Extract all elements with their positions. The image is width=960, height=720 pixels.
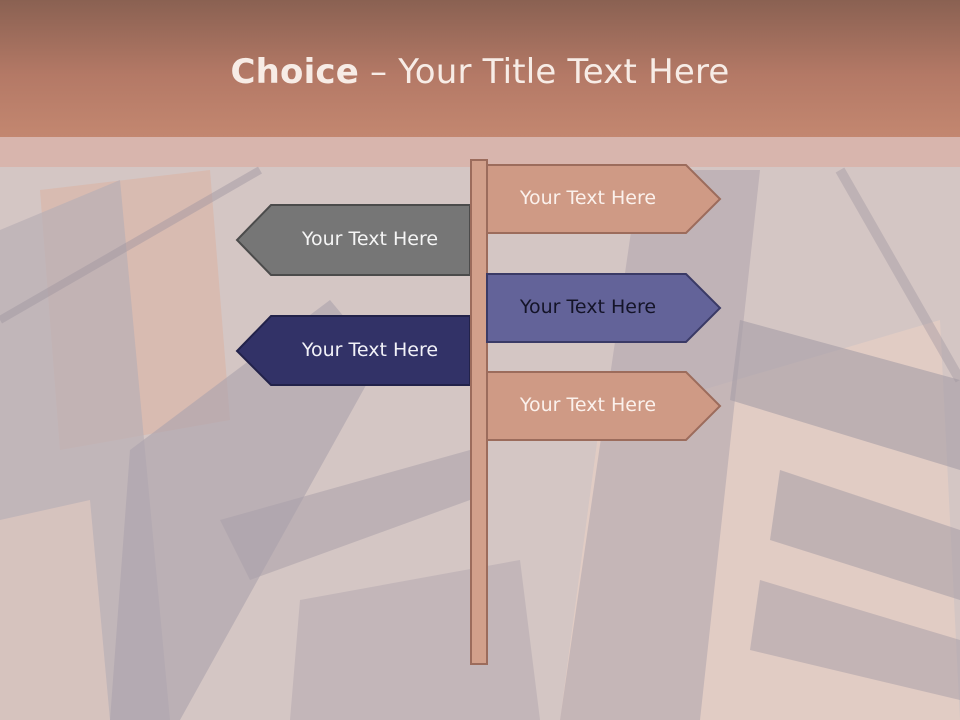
left-bottom-sign-label: Your Text Here — [301, 339, 439, 361]
right-bottom-sign-label: Your Text Here — [519, 394, 657, 416]
right-middle-sign — [486, 273, 722, 343]
right-bottom-sign — [486, 371, 722, 441]
title-bar — [0, 0, 960, 137]
slide-title: Choice – Your Title Text Here — [0, 52, 960, 92]
slide-title-bold: Choice — [230, 52, 360, 92]
left-top-sign-label: Your Text Here — [301, 228, 439, 250]
signpost-pole — [470, 159, 488, 665]
right-top-sign-label: Your Text Here — [519, 187, 657, 209]
right-middle-sign-label: Your Text Here — [519, 296, 657, 318]
slide-title-rest: – Your Title Text Here — [359, 52, 730, 92]
right-top-sign — [486, 164, 722, 234]
